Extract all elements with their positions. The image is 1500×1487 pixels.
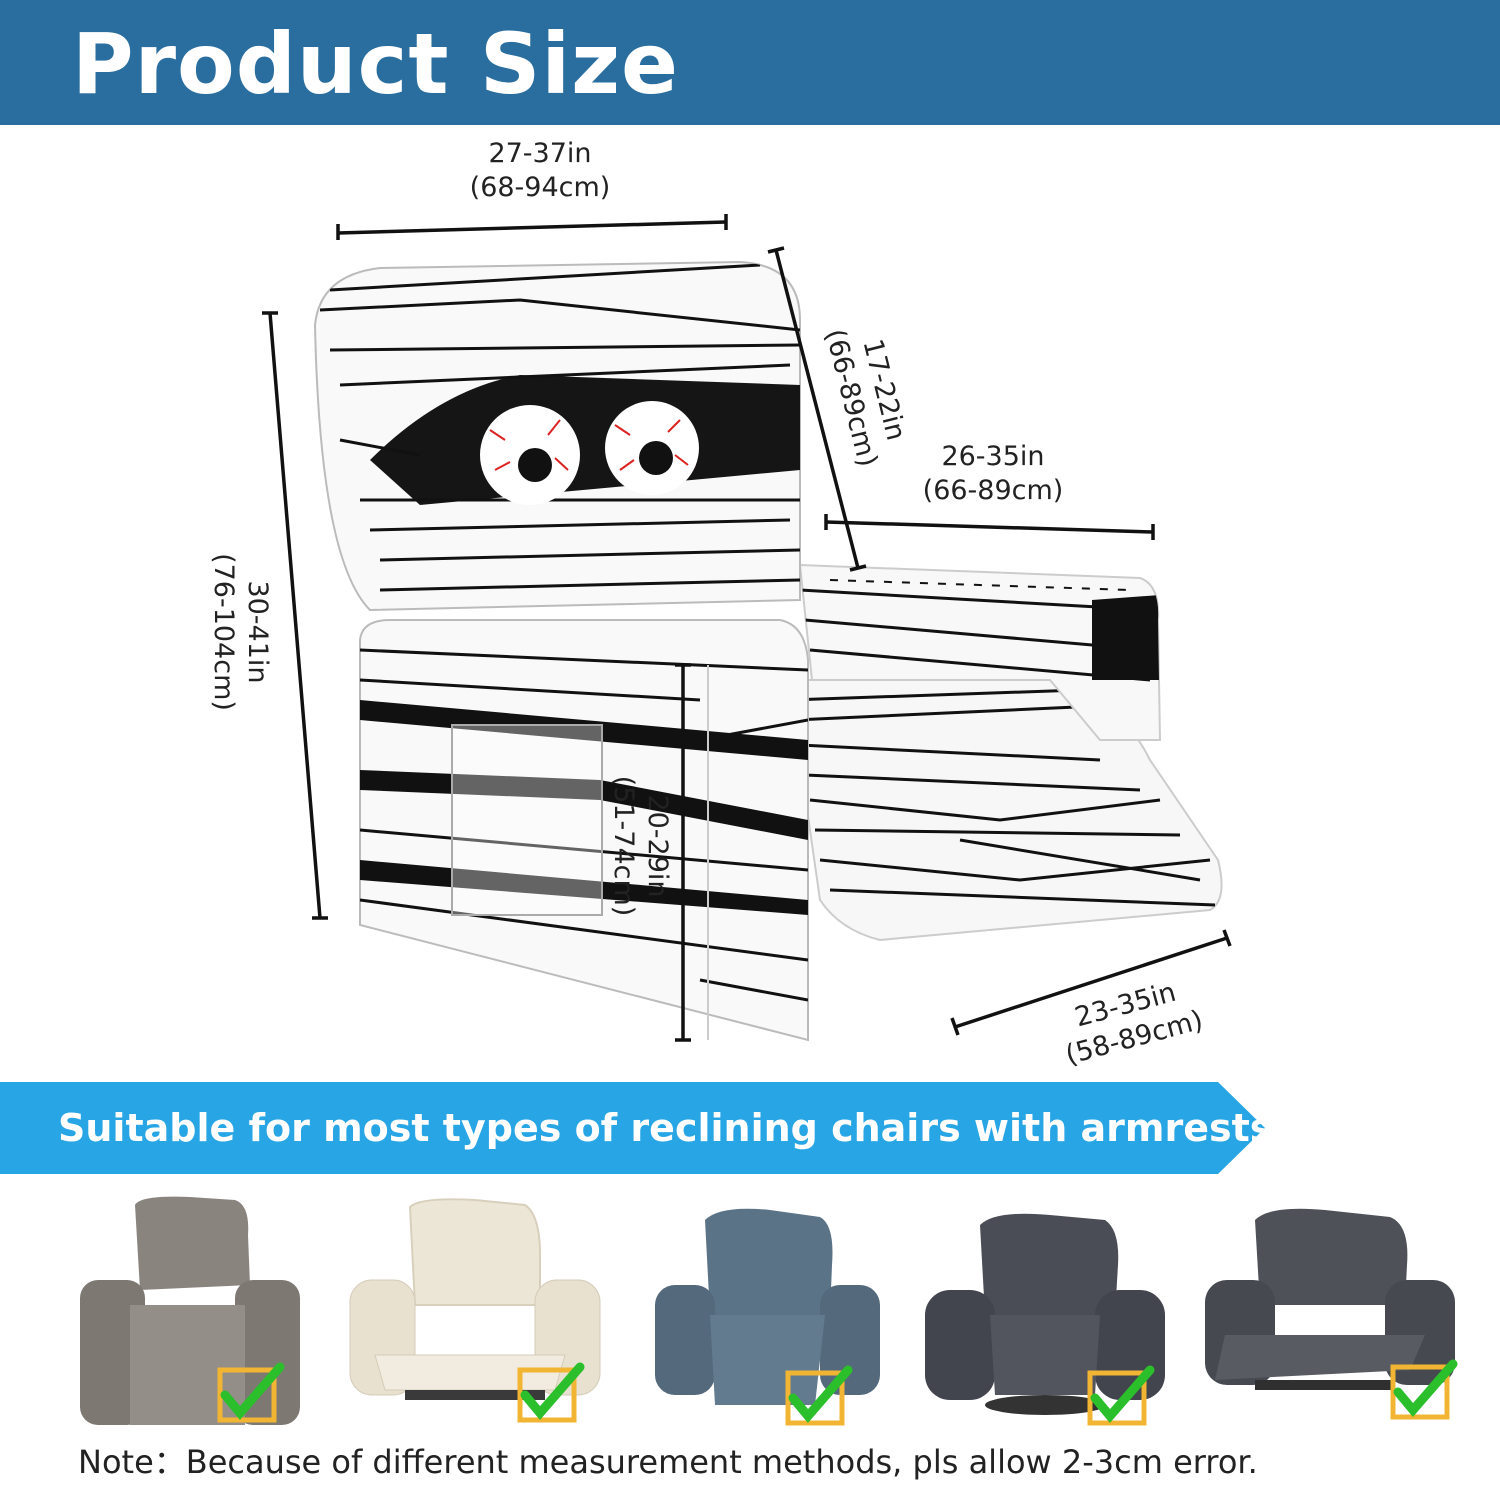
checkmark-icon (217, 1362, 285, 1423)
right-eye-icon (605, 401, 699, 495)
page-title: Product Size (72, 15, 679, 113)
total-height-label: 30-41in (76-104cm) (208, 553, 273, 711)
right-armrest (798, 563, 1162, 741)
checkmark-icon (1390, 1359, 1458, 1420)
compatibility-banner (0, 1082, 1265, 1174)
measurement-note: Note：Because of different measurement me… (78, 1443, 1258, 1481)
footrest (788, 679, 1223, 942)
compatible-chair-5 (1195, 1195, 1465, 1440)
compatible-chair-1 (60, 1195, 330, 1440)
backrest (313, 260, 801, 612)
checkmark-icon (517, 1362, 585, 1423)
left-eye-icon (480, 405, 580, 505)
compatible-chair-3 (640, 1195, 910, 1440)
compatible-chair-4 (910, 1195, 1180, 1440)
seat-width-label: 26-35in (66-89cm) (922, 441, 1064, 506)
top-width-label: 27-37in (68-94cm) (469, 138, 611, 203)
checkmark-icon (1087, 1365, 1155, 1426)
banner-text: Suitable for most types of reclining cha… (58, 1106, 1287, 1150)
side-pocket (451, 724, 603, 916)
arm-height-label: 20-29in (51-74cm) (608, 775, 673, 917)
compatible-chair-2 (345, 1195, 615, 1440)
chair-base (359, 619, 809, 1042)
checkmark-icon (785, 1365, 853, 1426)
header-bar: Product Size (0, 0, 1500, 125)
dimension-lines (262, 214, 1232, 1042)
mummy-recliner-illustration (262, 214, 1232, 1042)
